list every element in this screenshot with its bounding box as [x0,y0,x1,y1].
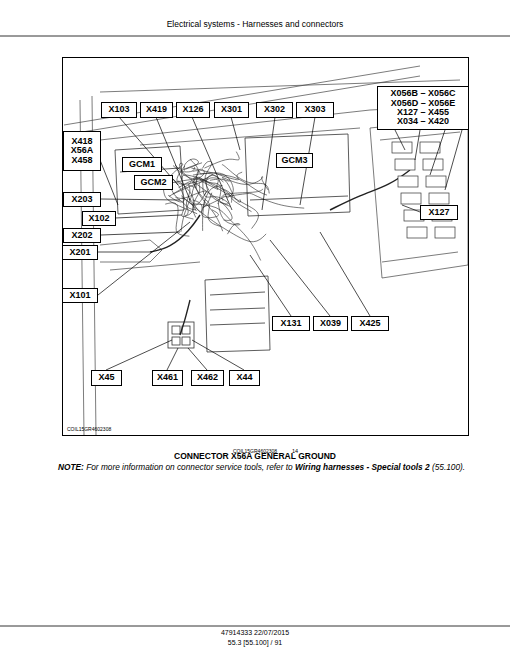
connector [401,193,421,204]
connector-label: GCM1 [129,160,155,169]
callout-box: X102 [82,211,116,226]
callout-box: X202 [63,228,101,243]
figure-caption: CONNECTOR X56A GENERAL GROUND [174,451,336,461]
footer-rule [0,626,510,627]
wire [218,203,240,234]
connector-label: X056D – X056E [391,99,456,108]
callout-box: X418X56AX458 [63,131,101,171]
connector-label: X202 [71,231,92,240]
callout-box: X419 [140,102,173,118]
connector-block [392,142,455,238]
callout-box: X203 [63,192,101,207]
callout-box: X462 [191,370,224,386]
wire [203,186,223,231]
connector-label: GCM2 [140,178,166,187]
callout-box: X127 [420,205,458,220]
connector-label: X102 [88,214,109,223]
connector-label: X56A [71,146,94,155]
connector [423,159,443,170]
connector [407,227,427,238]
callout-box: X301 [214,102,249,118]
callout-box: X44 [229,370,260,386]
note-text: (55.100). [432,462,465,472]
connector-label: X201 [69,248,90,257]
connector-label: X126 [182,105,203,114]
wire [193,178,209,218]
connector-label: X127 – X455 [397,108,449,117]
connector-label: X425 [359,319,380,328]
figure-frame: COIL15GR4602308X103X419X126X301X302X303X… [62,57,469,436]
page-number: 55.3 [55.100] / 91 [228,639,283,646]
connector-label: X45 [98,373,114,382]
callout-box: X461 [152,370,183,386]
callout-box: X039 [313,316,348,331]
connector-label: X131 [280,319,301,328]
connector [429,193,449,204]
connector-label: X203 [71,195,92,204]
callout-box: X45 [91,370,122,386]
cab-structure [64,66,468,436]
connector-label: GCM3 [281,156,307,165]
callout-box: X126 [176,102,210,118]
connector-label: X127 [428,208,449,217]
connector-label: X462 [197,373,218,382]
wiring-harness [150,152,410,335]
wire [222,165,269,194]
connector [420,142,440,153]
note-reference: Wiring harnesses - Special tools 2 [295,462,430,472]
connector-label: X419 [146,105,167,114]
wire [201,179,218,189]
connector-label: X458 [71,156,92,165]
callout-box: X302 [256,102,293,118]
connector-label: X461 [157,373,178,382]
connector [426,176,446,187]
callout-box: X303 [296,102,334,118]
connector-label: X039 [320,319,341,328]
header-rule [0,36,510,37]
wire [189,199,204,212]
connector [435,227,455,238]
modules [115,134,350,352]
wire [203,193,224,208]
wire [222,189,263,201]
connector-label: X44 [236,373,252,382]
connector-label: X056B – X056C [390,89,455,98]
callout-box: X103 [101,102,137,118]
callout-box: GCM2 [134,175,173,190]
callout-box: X201 [62,245,98,260]
connector-label: X418 [71,137,92,146]
connector-label: X103 [108,105,129,114]
connector [398,176,418,187]
note-keyword: NOTE: [58,462,84,472]
leader-lines [97,117,462,370]
connector-label: X301 [221,105,242,114]
connector-label: X302 [264,105,285,114]
document-number: 47914333 22/07/2015 [221,629,289,636]
callout-box: GCM1 [122,157,162,172]
wire [204,152,239,168]
connector-label: X034 – X420 [397,117,449,126]
callout-box: X131 [272,316,310,331]
connector-label: X303 [304,105,325,114]
wire [190,159,199,182]
connector-label: X101 [69,291,90,300]
wire [165,203,189,236]
note: NOTE:For more information on connector s… [58,463,498,473]
figure-code: COIL15GR4602308 [67,427,111,432]
callout-box: X056B – X056CX056D – X056EX127 – X455X03… [377,86,469,130]
connector [395,159,415,170]
page-header: Electrical systems - Harnesses and conne… [167,19,344,29]
callout-box: GCM3 [276,153,313,168]
note-text: For more information on connector servic… [86,462,293,472]
callout-box: X101 [62,288,98,303]
callout-box: X425 [351,316,389,331]
wire [184,159,198,171]
